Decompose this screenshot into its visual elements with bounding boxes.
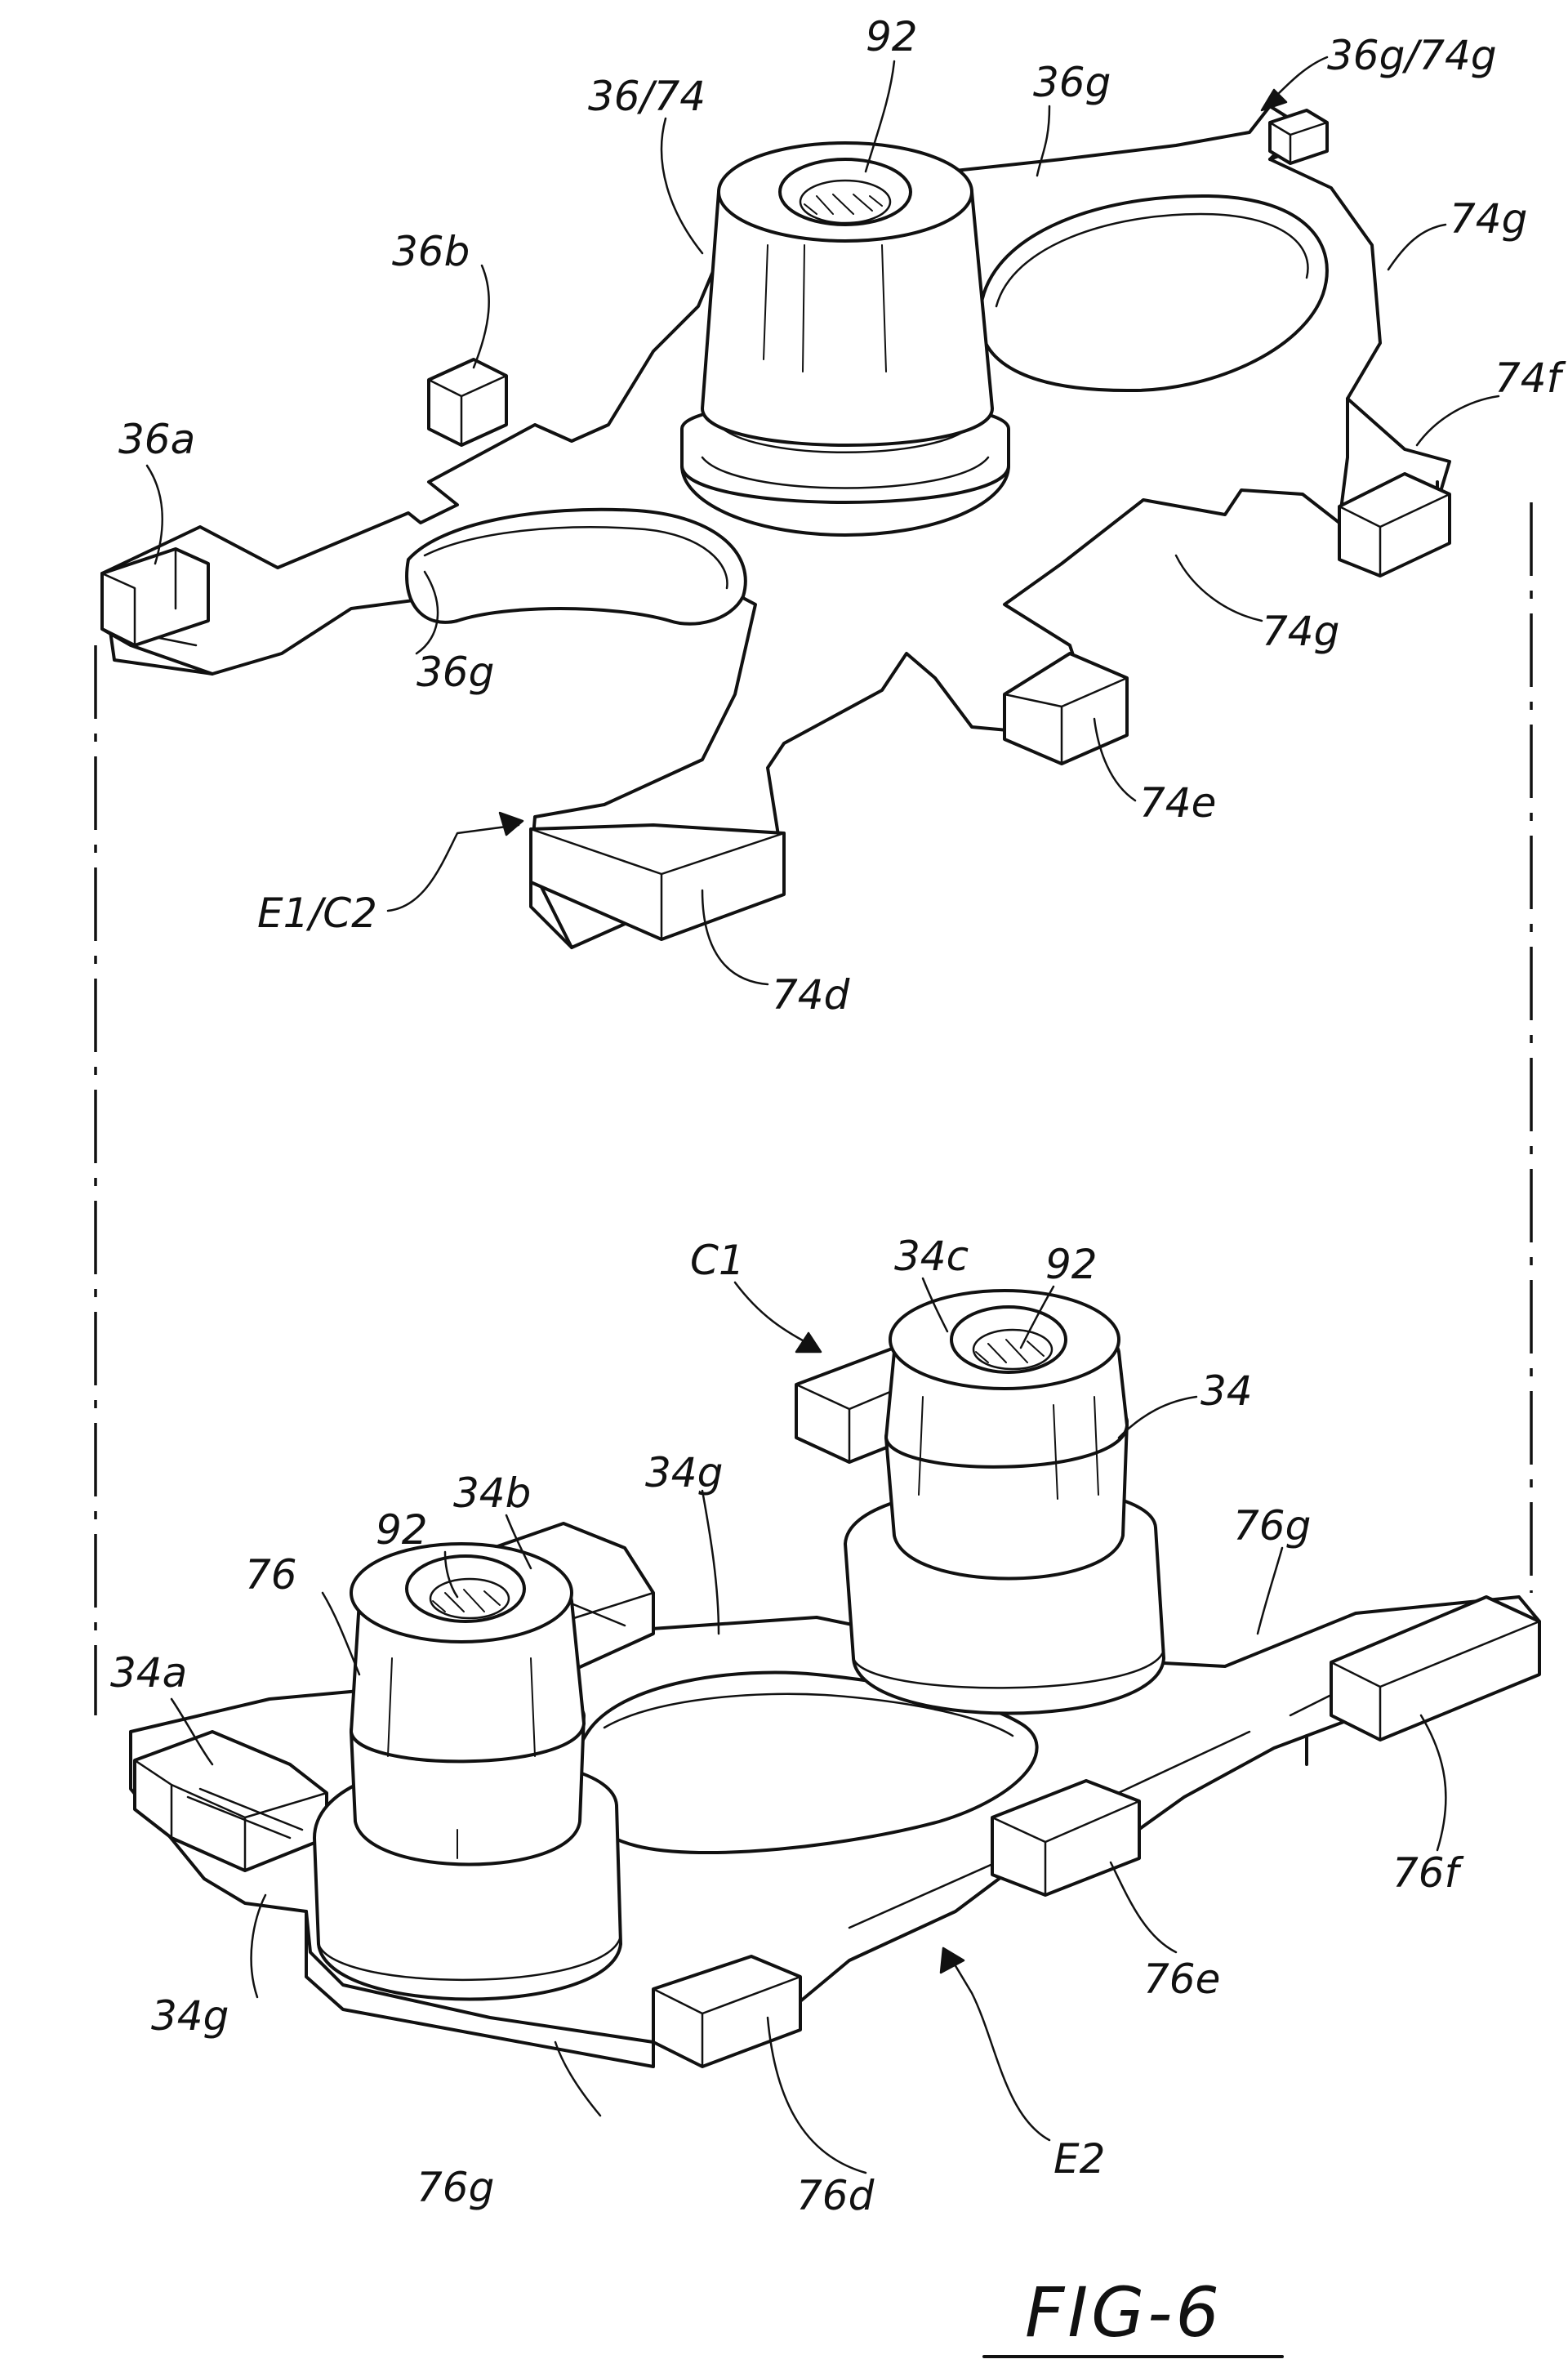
label-36g-74g: 36g/74g	[1327, 32, 1497, 79]
label-76e: 76e	[1143, 1956, 1220, 2003]
label-92-left: 92	[376, 1506, 428, 1554]
lower-boss-76	[313, 1542, 622, 2001]
label-76g-right: 76g	[1233, 1502, 1311, 1550]
label-36g-left: 36g	[416, 649, 494, 696]
label-92-top: 92	[866, 13, 918, 60]
label-34: 34	[1200, 1367, 1253, 1415]
label-36-74: 36/74	[588, 73, 706, 120]
label-74f: 74f	[1494, 355, 1566, 402]
leader-lines	[145, 56, 1500, 2358]
reference-labels: 92 36/74 36g 36g/74g 74g 36b 74f 36a 36g…	[110, 13, 1566, 2352]
figure-title: FIG-6	[1025, 2272, 1223, 2352]
label-92-right: 92	[1045, 1241, 1098, 1288]
alignment-lines	[94, 502, 1533, 1715]
label-74e: 74e	[1139, 779, 1216, 827]
label-36b: 36b	[392, 228, 470, 275]
label-e2: E2	[1054, 2135, 1105, 2183]
label-c1: C1	[690, 1237, 745, 1284]
label-36a: 36a	[118, 416, 195, 463]
label-36g-top: 36g	[1033, 59, 1111, 106]
label-34g-left: 34g	[151, 1992, 229, 2040]
label-76: 76	[245, 1551, 297, 1599]
label-74d: 74d	[772, 971, 850, 1019]
label-e1-c2: E1/C2	[257, 890, 377, 937]
label-34g-top: 34g	[645, 1449, 723, 1496]
lower-boss-34	[844, 1289, 1165, 1715]
upper-boss-36-74	[680, 141, 1010, 537]
label-76g-bottom: 76g	[416, 2164, 494, 2211]
label-74g-right: 74g	[1450, 195, 1527, 243]
label-76d: 76d	[796, 2172, 875, 2219]
label-34a: 34a	[110, 1649, 187, 1697]
label-76f: 76f	[1392, 1849, 1464, 1897]
label-34b: 34b	[453, 1469, 531, 1517]
label-34c: 34c	[894, 1233, 969, 1280]
label-74g-mid: 74g	[1262, 608, 1339, 655]
